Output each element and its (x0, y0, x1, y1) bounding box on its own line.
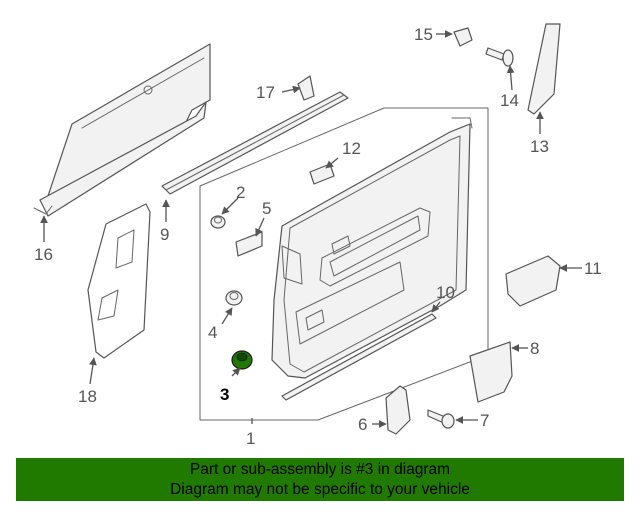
callout-18: 18 (78, 387, 97, 406)
callout-14: 14 (500, 91, 519, 110)
sunshade[interactable] (33, 43, 211, 217)
banner-line-2: Diagram may not be specific to your vehi… (170, 481, 470, 498)
nut-15[interactable] (453, 27, 473, 47)
callout-5: 5 (262, 199, 271, 218)
callout-12: 12 (342, 139, 361, 158)
callout-2: 2 (236, 183, 245, 202)
screw-14[interactable] (485, 47, 514, 67)
pillar-trim-13[interactable] (527, 23, 561, 115)
callout-11: 11 (584, 259, 602, 278)
latch-11[interactable] (505, 255, 561, 307)
callout-7: 7 (480, 411, 489, 430)
callout-9: 9 (160, 225, 169, 244)
banner-line-1: Part or sub-assembly is #3 in diagram (189, 461, 451, 478)
callout-8: 8 (530, 339, 539, 358)
callout-16: 16 (34, 245, 53, 264)
quarter-trim-panel[interactable] (87, 203, 151, 359)
bracket-5[interactable] (235, 231, 263, 257)
callout-10: 10 (436, 283, 455, 302)
callout-6: 6 (358, 415, 367, 434)
clip-2[interactable] (210, 215, 226, 229)
callout-13: 13 (530, 137, 549, 156)
retainer-3-highlighted[interactable] (231, 350, 253, 370)
bolt-7[interactable] (427, 409, 455, 429)
leader-lines (40, 30, 582, 428)
callout-4: 4 (208, 323, 217, 342)
pocket-8[interactable] (469, 341, 513, 403)
callout-1: 1 (246, 429, 255, 448)
callout-3: 3 (220, 385, 229, 404)
door-panel-assembly[interactable] (199, 107, 489, 421)
callout-15: 15 (414, 25, 433, 44)
callout-17: 17 (256, 83, 275, 102)
switch-bezel-12[interactable] (309, 163, 335, 185)
highlight-notice-banner: Part or sub-assembly is #3 in diagram Di… (16, 458, 624, 501)
belt-weatherstrip[interactable] (161, 91, 349, 195)
clip-4[interactable] (225, 290, 243, 306)
bracket-17[interactable] (297, 75, 315, 101)
molding-10[interactable] (281, 313, 437, 401)
bracket-6[interactable] (385, 385, 411, 435)
parts-diagram: 1 2 3 4 5 6 7 8 9 10 11 12 13 14 15 16 1… (33, 23, 602, 448)
